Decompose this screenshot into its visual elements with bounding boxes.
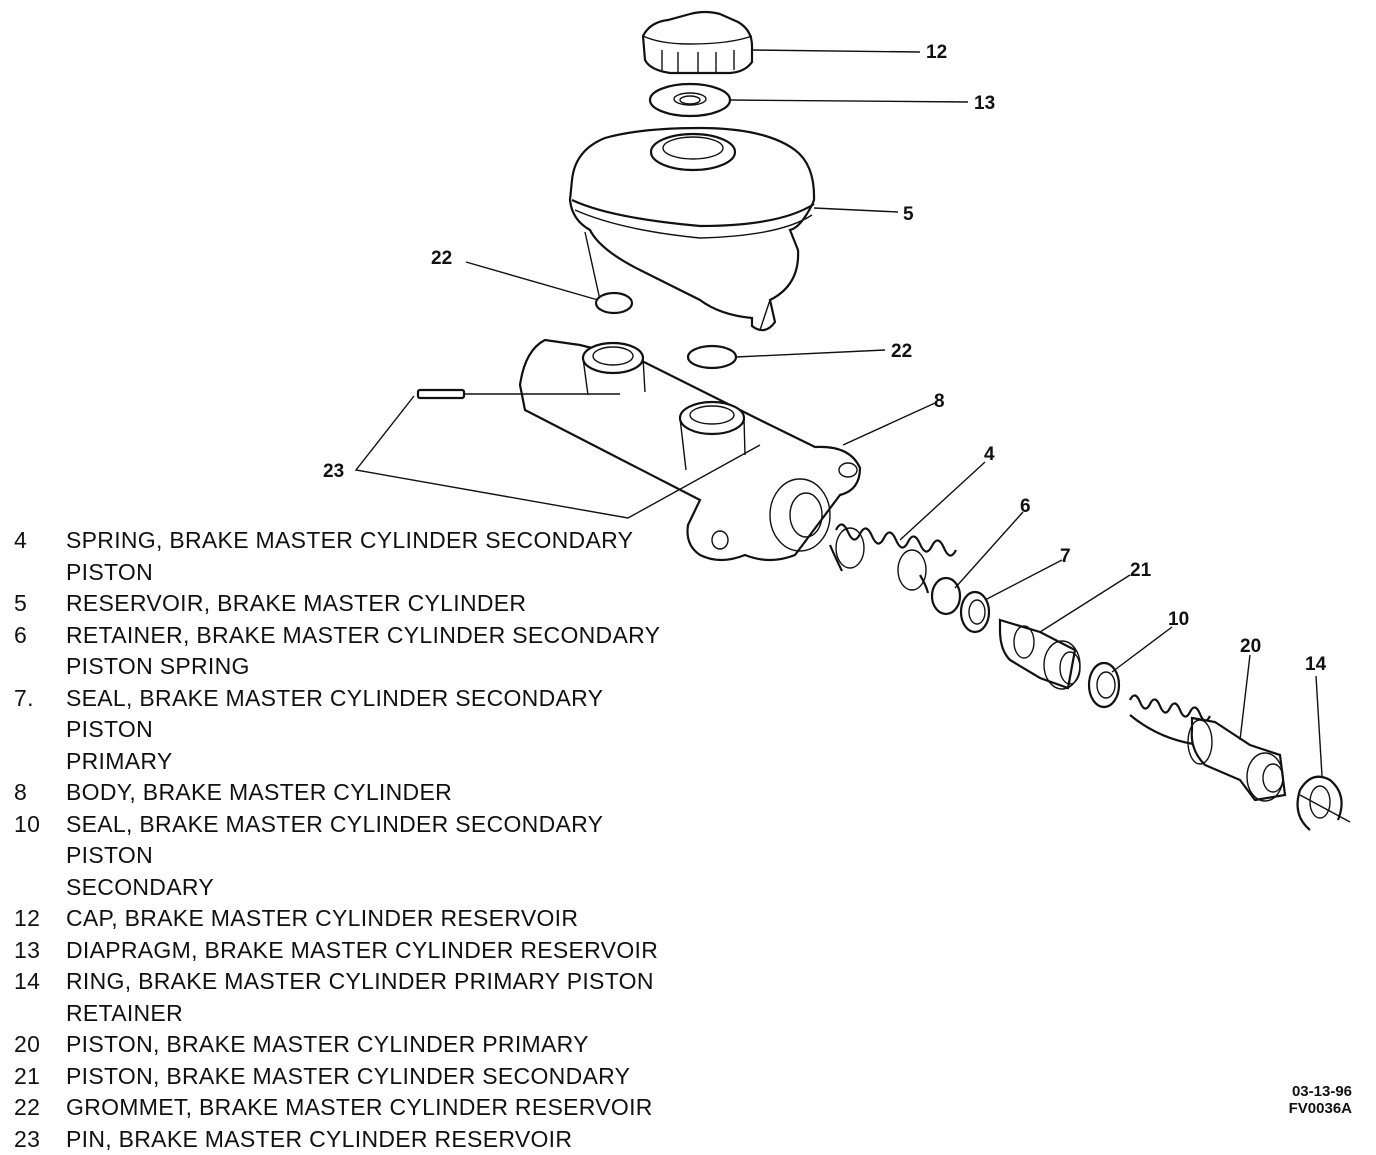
legend-item-8: 8 BODY, BRAKE MASTER CYLINDER	[10, 777, 680, 809]
leader-line-12	[752, 50, 920, 52]
legend-text: BODY, BRAKE MASTER CYLINDER	[66, 777, 680, 809]
diaphragm	[650, 84, 730, 116]
callout-13: 13	[974, 93, 995, 114]
leader-line-21	[1040, 575, 1130, 632]
legend-text: DIAPRAGM, BRAKE MASTER CYLINDER RESERVOI…	[66, 935, 680, 967]
leader-line-20	[1240, 655, 1250, 740]
legend-number: 4	[10, 525, 66, 588]
legend-item-4: 4 SPRING, BRAKE MASTER CYLINDER SECONDAR…	[10, 525, 680, 588]
legend-item-12: 12 CAP, BRAKE MASTER CYLINDER RESERVOIR	[10, 903, 680, 935]
legend-number: 13	[10, 935, 66, 967]
callout-7: 7	[1060, 546, 1071, 567]
callout-8: 8	[934, 391, 945, 412]
leader-line-6	[955, 512, 1023, 588]
legend-number: 5	[10, 588, 66, 620]
legend-text-cont: PISTON SPRING	[66, 653, 250, 679]
callout-21: 21	[1130, 560, 1152, 581]
leader-line-5	[814, 208, 898, 212]
callout-22-right: 22	[891, 341, 912, 362]
callout-12: 12	[926, 42, 947, 63]
legend-number: 20	[10, 1029, 66, 1061]
legend-text: SEAL, BRAKE MASTER CYLINDER SECONDARY PI…	[66, 685, 603, 743]
callout-5: 5	[903, 204, 914, 225]
legend-number: 8	[10, 777, 66, 809]
legend-item-5: 5 RESERVOIR, BRAKE MASTER CYLINDER	[10, 588, 680, 620]
legend-text: RETAINER, BRAKE MASTER CYLINDER SECONDAR…	[66, 622, 660, 648]
leader-line-8	[843, 403, 935, 445]
figure-stamp: 03-13-96 FV0036A	[1289, 1083, 1352, 1117]
legend-text: RING, BRAKE MASTER CYLINDER PRIMARY PIST…	[66, 968, 654, 994]
legend-number: 6	[10, 620, 66, 683]
legend-number: 7.	[10, 683, 66, 778]
callout-22-left: 22	[431, 248, 452, 269]
legend-item-22: 22 GROMMET, BRAKE MASTER CYLINDER RESERV…	[10, 1092, 680, 1124]
legend-item-21: 21 PISTON, BRAKE MASTER CYLINDER SECONDA…	[10, 1061, 680, 1093]
leader-line-4	[900, 462, 985, 540]
legend-item-13: 13 DIAPRAGM, BRAKE MASTER CYLINDER RESER…	[10, 935, 680, 967]
legend-text-cont: SECONDARY	[66, 874, 214, 900]
callout-20: 20	[1240, 636, 1261, 657]
legend-number: 22	[10, 1092, 66, 1124]
secondary-piston	[1000, 620, 1080, 689]
legend-number: 14	[10, 966, 66, 1029]
legend-item-10: 10 SEAL, BRAKE MASTER CYLINDER SECONDARY…	[10, 809, 680, 904]
callout-23: 23	[323, 461, 344, 482]
legend-number: 23	[10, 1124, 66, 1155]
leader-line-13	[730, 100, 968, 102]
legend-text: SPRING, BRAKE MASTER CYLINDER SECONDARY	[66, 527, 633, 553]
spring-retainer	[932, 578, 960, 614]
leader-line-7	[985, 560, 1062, 600]
leader-line-10	[1112, 627, 1172, 672]
figure-date: 03-13-96	[1289, 1083, 1352, 1100]
leader-line-22a	[466, 262, 598, 300]
callout-6: 6	[1020, 496, 1031, 517]
reservoir-cap	[643, 12, 752, 73]
legend-text: RESERVOIR, BRAKE MASTER CYLINDER	[66, 588, 680, 620]
legend-number: 10	[10, 809, 66, 904]
legend-item-6: 6 RETAINER, BRAKE MASTER CYLINDER SECOND…	[10, 620, 680, 683]
callout-14: 14	[1305, 654, 1327, 675]
figure-code: FV0036A	[1289, 1100, 1352, 1117]
legend-text: GROMMET, BRAKE MASTER CYLINDER RESERVOIR	[66, 1092, 680, 1124]
legend-text-cont: RETAINER	[66, 1000, 183, 1026]
legend-item-23: 23 PIN, BRAKE MASTER CYLINDER RESERVOIR	[10, 1124, 680, 1155]
leader-line-22b	[736, 350, 885, 357]
legend-text: SEAL, BRAKE MASTER CYLINDER SECONDARY PI…	[66, 811, 603, 869]
grommet-left	[596, 293, 632, 313]
parts-legend: 4 SPRING, BRAKE MASTER CYLINDER SECONDAR…	[10, 525, 680, 1155]
legend-text: PISTON, BRAKE MASTER CYLINDER SECONDARY	[66, 1061, 680, 1093]
primary-piston	[1130, 695, 1285, 801]
retainer-ring	[1298, 777, 1350, 830]
legend-text: CAP, BRAKE MASTER CYLINDER RESERVOIR	[66, 903, 680, 935]
grommet-right	[688, 346, 736, 368]
legend-text: PISTON, BRAKE MASTER CYLINDER PRIMARY	[66, 1029, 680, 1061]
legend-item-7: 7. SEAL, BRAKE MASTER CYLINDER SECONDARY…	[10, 683, 680, 778]
callout-10: 10	[1168, 609, 1189, 630]
callout-4: 4	[984, 444, 995, 465]
legend-number: 21	[10, 1061, 66, 1093]
legend-number: 12	[10, 903, 66, 935]
legend-item-14: 14 RING, BRAKE MASTER CYLINDER PRIMARY P…	[10, 966, 680, 1029]
primary-seal	[961, 592, 989, 632]
legend-item-20: 20 PISTON, BRAKE MASTER CYLINDER PRIMARY	[10, 1029, 680, 1061]
legend-text-cont: PRIMARY	[66, 748, 172, 774]
leader-line-14	[1316, 676, 1322, 776]
legend-text-cont: PISTON	[66, 559, 153, 585]
legend-text: PIN, BRAKE MASTER CYLINDER RESERVOIR	[66, 1124, 680, 1155]
